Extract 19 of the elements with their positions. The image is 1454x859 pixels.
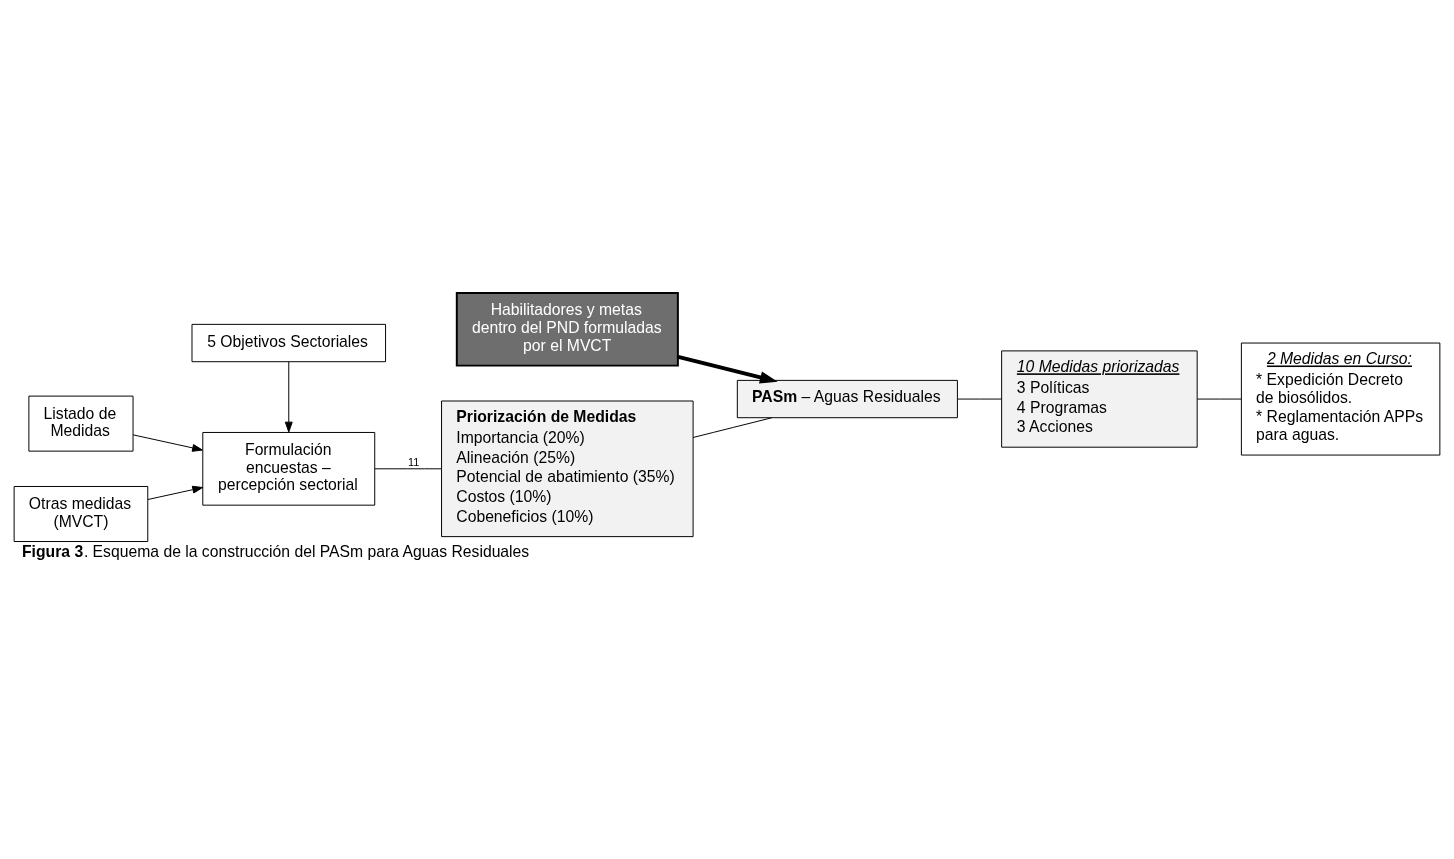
- node-box: 10 Medidas priorizadas 3 Políticas 4 Programas 3 Acciones: [1001, 349, 1198, 448]
- arrow: [284, 360, 293, 432]
- edge-label: 11: [407, 455, 420, 468]
- arrow: [677, 354, 778, 383]
- node-box: 5 Objetivos Sectoriales: [191, 323, 387, 362]
- connector: [692, 416, 773, 438]
- connector: [957, 398, 1002, 400]
- node-box: Otras medidas (MVCT): [13, 485, 149, 542]
- node-box: 2 Medidas en Curso: * Expedición Decreto de biosólidos. * Reglamentación APPs para aguas.: [1240, 342, 1441, 456]
- connector: [1196, 398, 1242, 400]
- node-box: Listado de Medidas: [28, 395, 134, 452]
- arrow: [132, 433, 203, 452]
- node-box: Habilitadores y metas dentro del PND formuladas por el MVCT: [455, 291, 679, 367]
- node-box: Priorización de Medidas Importancia (20%) Alineación (25%) Potencial de abatimiento (35%) Costos (10%) Cobeneficios (10%): [441, 400, 694, 537]
- node-box: Formulación encuestas – percepción sectorial: [202, 431, 376, 506]
- caption: Figura 3. Esquema de la construcción del PASm para Aguas Residuales: [22, 542, 530, 560]
- arrow: [147, 485, 204, 500]
- connector: [374, 467, 442, 469]
- node-box: PASm – Aguas Residuales: [736, 379, 958, 418]
